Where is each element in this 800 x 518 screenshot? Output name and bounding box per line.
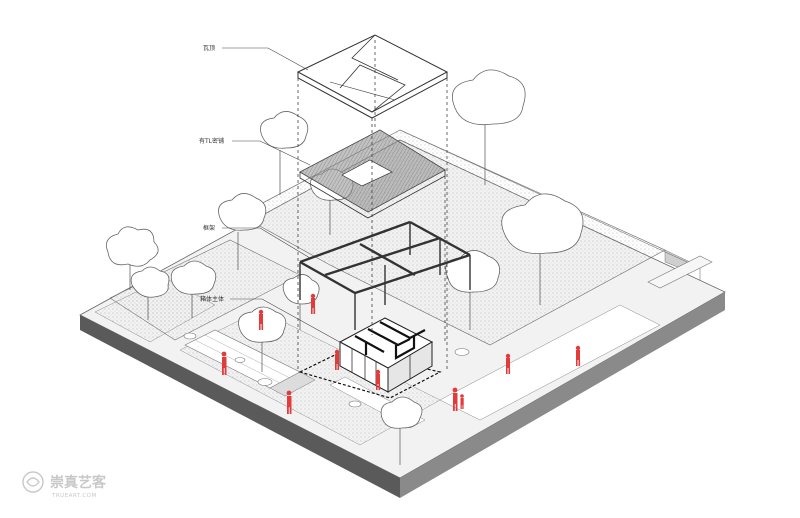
person-figure bbox=[310, 293, 316, 314]
footprint-outline bbox=[298, 349, 442, 399]
label-frame-text: 框架 bbox=[203, 224, 215, 232]
tree bbox=[451, 69, 526, 185]
person-figure bbox=[334, 349, 340, 370]
membrane-layer bbox=[299, 129, 446, 219]
people bbox=[221, 293, 581, 414]
rock bbox=[234, 357, 246, 363]
frame-structure bbox=[299, 220, 471, 330]
person-figure bbox=[258, 309, 264, 330]
rock bbox=[183, 332, 197, 340]
label-frame: 框架 bbox=[203, 224, 311, 259]
label-roof-text: 瓦顶 bbox=[203, 45, 215, 52]
tree bbox=[380, 396, 423, 465]
label-box-text: 箱体主体 bbox=[200, 295, 224, 303]
person-figure bbox=[452, 387, 458, 411]
person-figure bbox=[575, 345, 581, 366]
rock bbox=[454, 348, 470, 356]
label-membrane: 有TL密铺 bbox=[199, 137, 311, 166]
rock bbox=[257, 378, 273, 386]
site-right-face bbox=[400, 292, 725, 498]
tree bbox=[105, 226, 159, 290]
tree bbox=[130, 266, 170, 320]
person-figure bbox=[460, 394, 464, 409]
label-roof: 瓦顶 bbox=[203, 45, 309, 71]
person-figure bbox=[221, 351, 227, 375]
label-box: 箱体主体 bbox=[200, 295, 346, 346]
watermark-name: 崇真艺客 bbox=[50, 474, 107, 491]
person-figure bbox=[375, 369, 381, 390]
watermark: 崇真艺客 TRUEART.COM bbox=[22, 471, 107, 499]
label-membrane-text: 有TL密铺 bbox=[199, 137, 224, 145]
tree bbox=[501, 193, 584, 305]
roof-layer bbox=[296, 34, 449, 119]
tree bbox=[282, 274, 320, 330]
rocks bbox=[183, 332, 470, 408]
tree bbox=[170, 260, 217, 318]
person-figure bbox=[286, 390, 292, 414]
tree bbox=[260, 111, 309, 195]
membrane-opening bbox=[341, 159, 393, 187]
person-figure bbox=[505, 353, 511, 374]
rock bbox=[348, 400, 362, 408]
tree bbox=[218, 193, 267, 270]
annotations: 瓦顶 有TL密铺 框架 箱体主体 bbox=[199, 45, 346, 346]
alignment-lines bbox=[297, 40, 448, 372]
paved-path bbox=[184, 255, 713, 421]
watermark-site: TRUEART.COM bbox=[51, 493, 97, 499]
watermark-logo bbox=[22, 471, 44, 493]
site-left-face bbox=[80, 315, 400, 498]
